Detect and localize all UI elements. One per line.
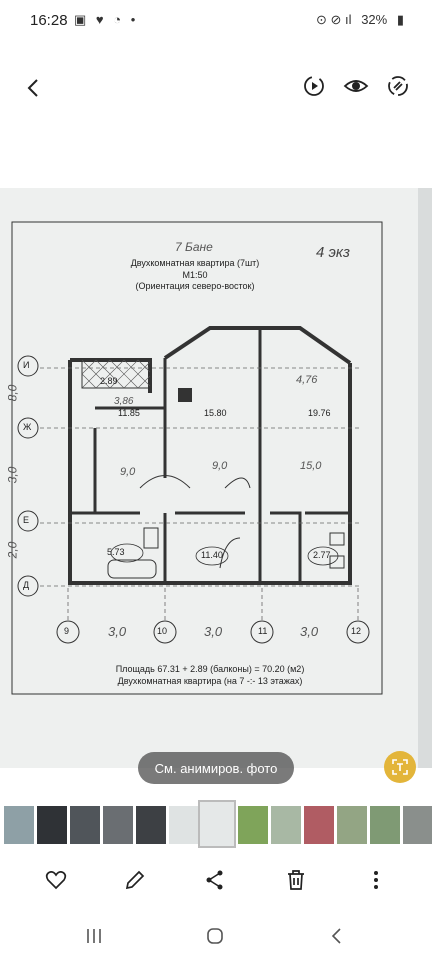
- more-icon[interactable]: [356, 860, 396, 900]
- floor-plan-drawing: [11, 221, 383, 695]
- heart-icon[interactable]: [36, 860, 76, 900]
- action-bar: [0, 858, 432, 902]
- axis-label: 11: [258, 626, 268, 636]
- plan-orientation: (Ориентация северо-восток): [135, 281, 255, 291]
- plan-title: Двухкомнатная квартира (7шт): [130, 258, 260, 268]
- axis-label: Ж: [23, 422, 32, 432]
- status-right: ⊙ ⊘ ıl 32% ▮: [310, 12, 404, 28]
- room-area: 11.40: [201, 550, 223, 560]
- dimension: 3,0: [300, 624, 319, 639]
- handwritten-note-corner: 4 экз: [316, 244, 350, 261]
- notification-icons: ▣ ♥ ◔ •: [74, 12, 139, 27]
- axis-label: 9: [64, 626, 70, 636]
- room-area: 5.73: [107, 547, 125, 557]
- thumbnail[interactable]: [70, 806, 100, 844]
- view-animated-photo-button[interactable]: См. анимиров. фото: [138, 752, 294, 784]
- thumbnail[interactable]: [238, 806, 268, 844]
- handwritten-value: 9,0: [120, 466, 136, 478]
- room-area: 2.89: [100, 376, 118, 386]
- axis-label: Д: [23, 580, 30, 590]
- room-area: 15.80: [204, 408, 227, 418]
- share-icon[interactable]: [195, 860, 235, 900]
- top-bar: [0, 60, 432, 116]
- back-icon[interactable]: [320, 924, 352, 948]
- handwritten-value: 3,86: [114, 396, 134, 407]
- thumbnail[interactable]: [103, 806, 133, 844]
- dimension: 3,0: [5, 466, 20, 484]
- back-arrow-icon[interactable]: [14, 68, 54, 108]
- thumbnail[interactable]: [337, 806, 367, 844]
- thumbnail-strip: [0, 800, 432, 848]
- thumbnail[interactable]: [136, 806, 166, 844]
- axis-label: Е: [23, 515, 30, 525]
- thumbnail-selected[interactable]: [198, 800, 236, 848]
- edit-icon[interactable]: [115, 860, 155, 900]
- handwritten-value: 4,76: [296, 374, 318, 386]
- room-area: 2.77: [313, 550, 331, 560]
- motion-photo-icon[interactable]: [294, 66, 334, 106]
- thumbnail[interactable]: [271, 806, 301, 844]
- dimension: 3,0: [204, 624, 223, 639]
- area-summary: Площадь 67.31 + 2.89 (балконы) = 70.20 (…: [115, 664, 305, 674]
- extract-text-icon[interactable]: [384, 751, 416, 783]
- dimension: 2,0: [5, 541, 20, 559]
- axis-label: 10: [157, 626, 168, 636]
- dimension: 3,0: [108, 624, 127, 639]
- axis-label: И: [23, 360, 30, 370]
- dimension: 8,0: [5, 384, 20, 402]
- thumbnail[interactable]: [169, 806, 199, 844]
- eye-icon[interactable]: [336, 66, 376, 106]
- plan-scale: М1:50: [182, 270, 208, 280]
- recents-icon[interactable]: [78, 924, 110, 948]
- status-bar: 16:28 ▣ ♥ ◔ • ⊙ ⊘ ıl 32% ▮: [0, 0, 432, 40]
- thumbnail[interactable]: [403, 806, 432, 844]
- battery-icon: ▮: [396, 12, 404, 27]
- navigation-bar: [0, 912, 432, 960]
- handwritten-note-top: 7 Бане: [175, 240, 213, 254]
- room-area: 19.76: [308, 408, 331, 418]
- thumbnail[interactable]: [370, 806, 400, 844]
- thumbnail[interactable]: [304, 806, 334, 844]
- plan-subtitle: Двухкомнатная квартира (на 7 -:- 13 этаж…: [117, 676, 303, 686]
- delete-icon[interactable]: [276, 860, 316, 900]
- room-area: 11.85: [118, 408, 140, 418]
- battery-percent: 32%: [361, 12, 388, 27]
- thumbnail[interactable]: [37, 806, 67, 844]
- home-icon[interactable]: [199, 924, 231, 948]
- remaster-icon[interactable]: [378, 66, 418, 106]
- status-time: 16:28: [30, 12, 68, 29]
- axis-label: 12: [351, 626, 362, 636]
- handwritten-value: 9,0: [212, 460, 228, 472]
- thumbnail[interactable]: [4, 806, 34, 844]
- photo-viewer[interactable]: 7 Бане 4 экз Двухкомнатная квартира (7шт…: [0, 188, 432, 768]
- floor-plan-paper: 7 Бане 4 экз Двухкомнатная квартира (7шт…: [0, 188, 418, 768]
- handwritten-value: 15,0: [300, 460, 322, 472]
- signal-icons: ⊙ ⊘ ıl: [316, 12, 352, 27]
